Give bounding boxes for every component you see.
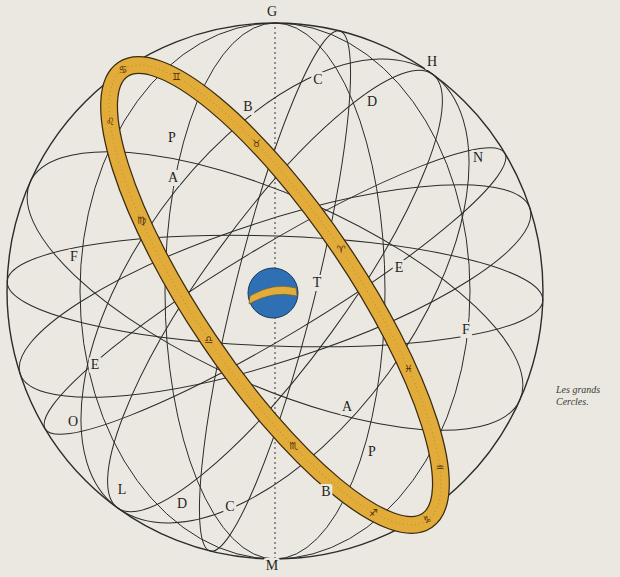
band-ticks bbox=[57, 25, 494, 565]
zodiac-sign: ♍ bbox=[137, 216, 146, 226]
great-circles bbox=[0, 0, 558, 577]
band-fill bbox=[57, 25, 494, 565]
point-letter: N bbox=[471, 150, 485, 166]
zodiac-sign: ♋ bbox=[118, 65, 127, 75]
point-letter: H bbox=[425, 54, 439, 70]
meridian-circle bbox=[80, 23, 470, 559]
point-letter: C bbox=[223, 499, 236, 515]
point-letter: D bbox=[175, 496, 189, 512]
point-letter: O bbox=[66, 414, 80, 430]
zodiac-sign: ♓ bbox=[404, 364, 413, 374]
point-letter: F bbox=[460, 322, 472, 338]
zodiac-sign: ♑ bbox=[423, 515, 432, 525]
point-letter: P bbox=[366, 444, 378, 460]
point-letter: B bbox=[319, 484, 332, 500]
earth-globe bbox=[248, 268, 298, 318]
point-letter: D bbox=[365, 94, 379, 110]
zodiac-sign: ♒ bbox=[435, 463, 444, 473]
zodiac-sign: ♐ bbox=[369, 508, 378, 518]
zodiac-sign: ♌ bbox=[106, 117, 115, 127]
meridian-circle bbox=[61, 33, 489, 549]
point-letter: A bbox=[340, 399, 354, 415]
margin-caption: Les grands Cercles. bbox=[556, 384, 614, 407]
zodiac-sign: ♊ bbox=[172, 72, 181, 82]
zodiac-sign: ♎ bbox=[204, 335, 213, 345]
sphere-outline bbox=[7, 23, 543, 559]
point-letter: B bbox=[241, 99, 254, 115]
point-letter: P bbox=[166, 130, 178, 146]
zodiac-sign: ♈ bbox=[337, 245, 346, 255]
point-letter: T bbox=[311, 275, 324, 291]
point-letter: E bbox=[393, 260, 406, 276]
meridian-circle bbox=[165, 23, 385, 559]
earth bbox=[248, 268, 298, 318]
zodiac-sign: ♉ bbox=[252, 139, 261, 149]
point-letter: C bbox=[311, 72, 324, 88]
point-letter: L bbox=[116, 482, 129, 498]
meridian-circle bbox=[4, 0, 546, 577]
point-letter: A bbox=[166, 170, 180, 186]
band-edge bbox=[57, 25, 494, 565]
point-letter: E bbox=[89, 357, 102, 373]
ecliptic-band bbox=[57, 25, 494, 565]
horizon-circle bbox=[5, 227, 545, 356]
point-letter: G bbox=[265, 4, 279, 20]
point-letter: M bbox=[264, 558, 280, 574]
point-letter: F bbox=[68, 249, 80, 265]
zodiac-sign: ♏ bbox=[289, 441, 298, 451]
earth-band bbox=[249, 286, 297, 304]
